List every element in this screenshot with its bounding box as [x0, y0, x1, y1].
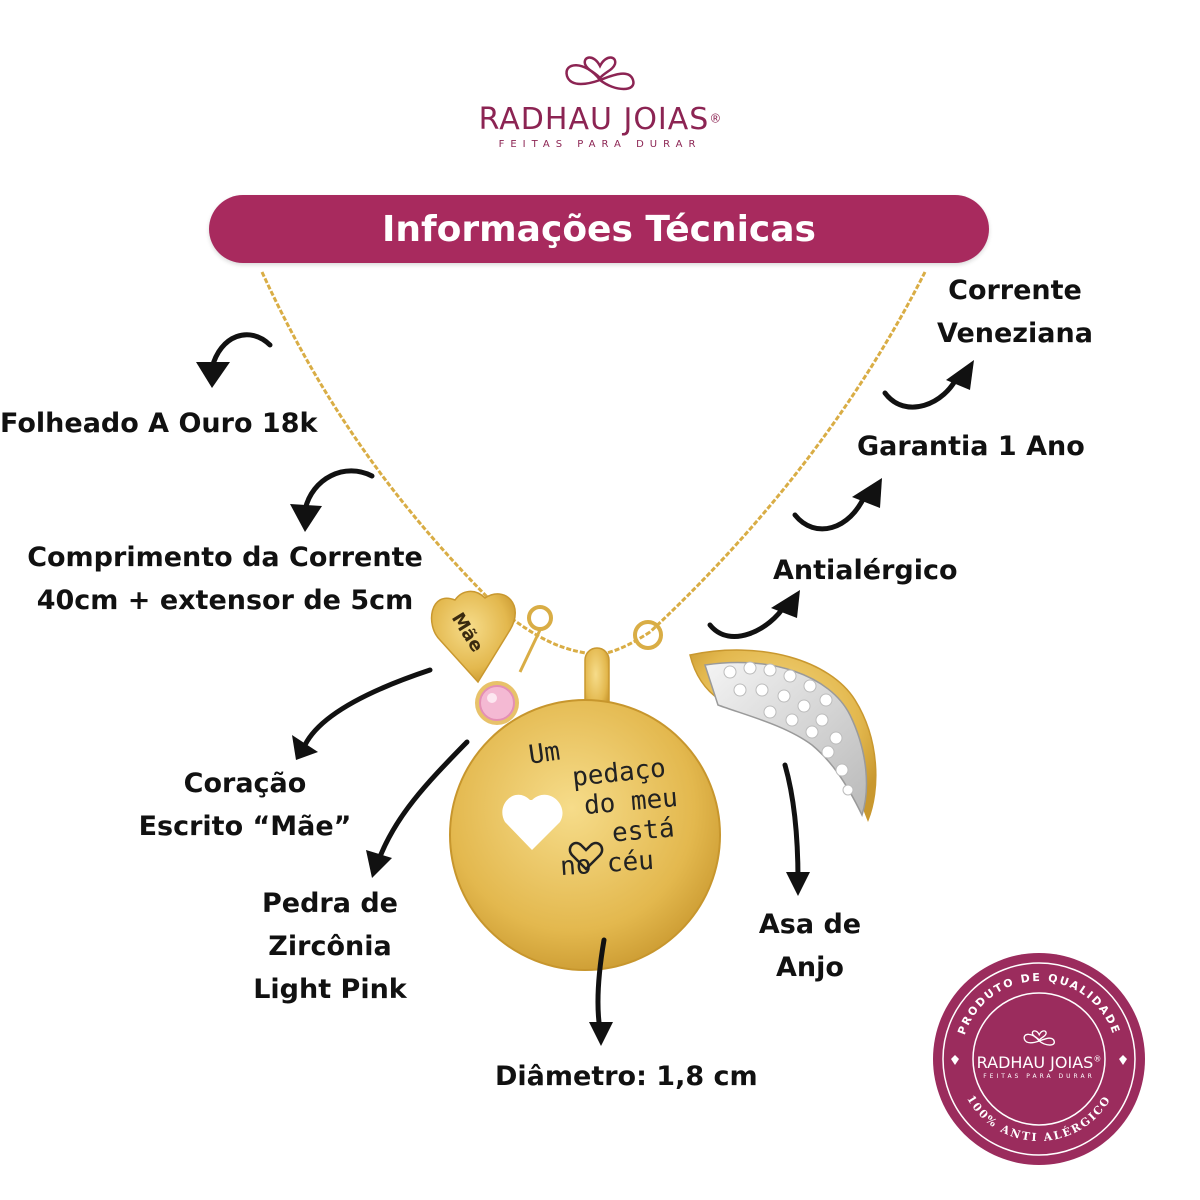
engraved-heart-icon [568, 841, 604, 871]
brand-logo: RADHAU JOIAS® FEITAS PARA DURAR [0, 40, 1200, 150]
pink-stone-charm [475, 629, 542, 725]
brand-tagline: FEITAS PARA DURAR [498, 139, 702, 150]
section-title: Informações Técnicas [382, 208, 816, 250]
badge-brand: RADHAU JOIAS® FEITAS PARA DURAR [931, 1053, 1147, 1080]
label-coracao: Coração Escrito “Mãe” [110, 762, 380, 848]
arrow-folheado-icon [209, 332, 273, 371]
arrow-heads [196, 360, 974, 1046]
arrow-asa-icon [782, 762, 801, 883]
annotation-arrows [209, 332, 961, 1033]
infinity-heart-logo-icon [565, 56, 635, 91]
label-asa-line: Anjo [776, 952, 844, 983]
label-pedra-line: Zircônia [268, 931, 392, 962]
quality-seal-icon: PRODUTO DE QUALIDADE 100% ANTI ALÉRGICO [933, 953, 1145, 1165]
section-title-banner: Informações Técnicas [209, 195, 989, 263]
chain-right [648, 271, 927, 634]
badge-logo-icon [1023, 1030, 1055, 1046]
heart-tag-charm [430, 590, 553, 684]
label-asa-line: Asa de [758, 909, 862, 940]
chain-left [260, 271, 502, 612]
quality-badge: PRODUTO DE QUALIDADE 100% ANTI ALÉRGICO … [931, 951, 1147, 1167]
pendant-heart-cutout [502, 794, 563, 850]
brand-name: RADHAU JOIAS® [478, 102, 722, 137]
angel-wing-charm [633, 620, 877, 823]
badge-tagline: FEITAS PARA DURAR [983, 1073, 1095, 1080]
round-pendant-disc [449, 699, 721, 971]
arrow-coracao-icon [302, 667, 433, 748]
arrow-corrente-icon [882, 372, 961, 410]
label-pedra: Pedra de Zircônia Light Pink [220, 882, 440, 1011]
arrow-pedra-icon [375, 739, 470, 865]
label-comprimento-line: 40cm + extensor de 5cm [36, 585, 414, 616]
label-garantia: Garantia 1 Ano [857, 431, 1085, 462]
label-coracao-line: Coração [183, 768, 307, 799]
arrow-comprimento-icon [302, 468, 375, 513]
label-pedra-line: Pedra de [261, 888, 398, 919]
label-corrente-line: Veneziana [937, 318, 1093, 349]
label-folheado: Folheado A Ouro 18k [0, 408, 318, 439]
label-comprimento: Comprimento da Corrente 40cm + extensor … [10, 536, 440, 622]
arrow-antialergico-icon [707, 602, 788, 639]
label-corrente: Corrente Veneziana [910, 269, 1120, 355]
pendant-engraving: Um pedaço do meu está no céu [520, 728, 720, 883]
label-asa: Asa de Anjo [730, 903, 890, 989]
label-antialergico: Antialérgico [773, 555, 958, 586]
label-corrente-line: Corrente [948, 275, 1082, 306]
arrow-garantia-icon [792, 492, 868, 532]
label-coracao-line: Escrito “Mãe” [138, 811, 352, 842]
label-comprimento-line: Comprimento da Corrente [27, 542, 423, 573]
label-diametro: Diâmetro: 1,8 cm [495, 1061, 758, 1092]
badge-brand-name: RADHAU JOIAS [976, 1053, 1094, 1072]
label-pedra-line: Light Pink [253, 974, 407, 1005]
